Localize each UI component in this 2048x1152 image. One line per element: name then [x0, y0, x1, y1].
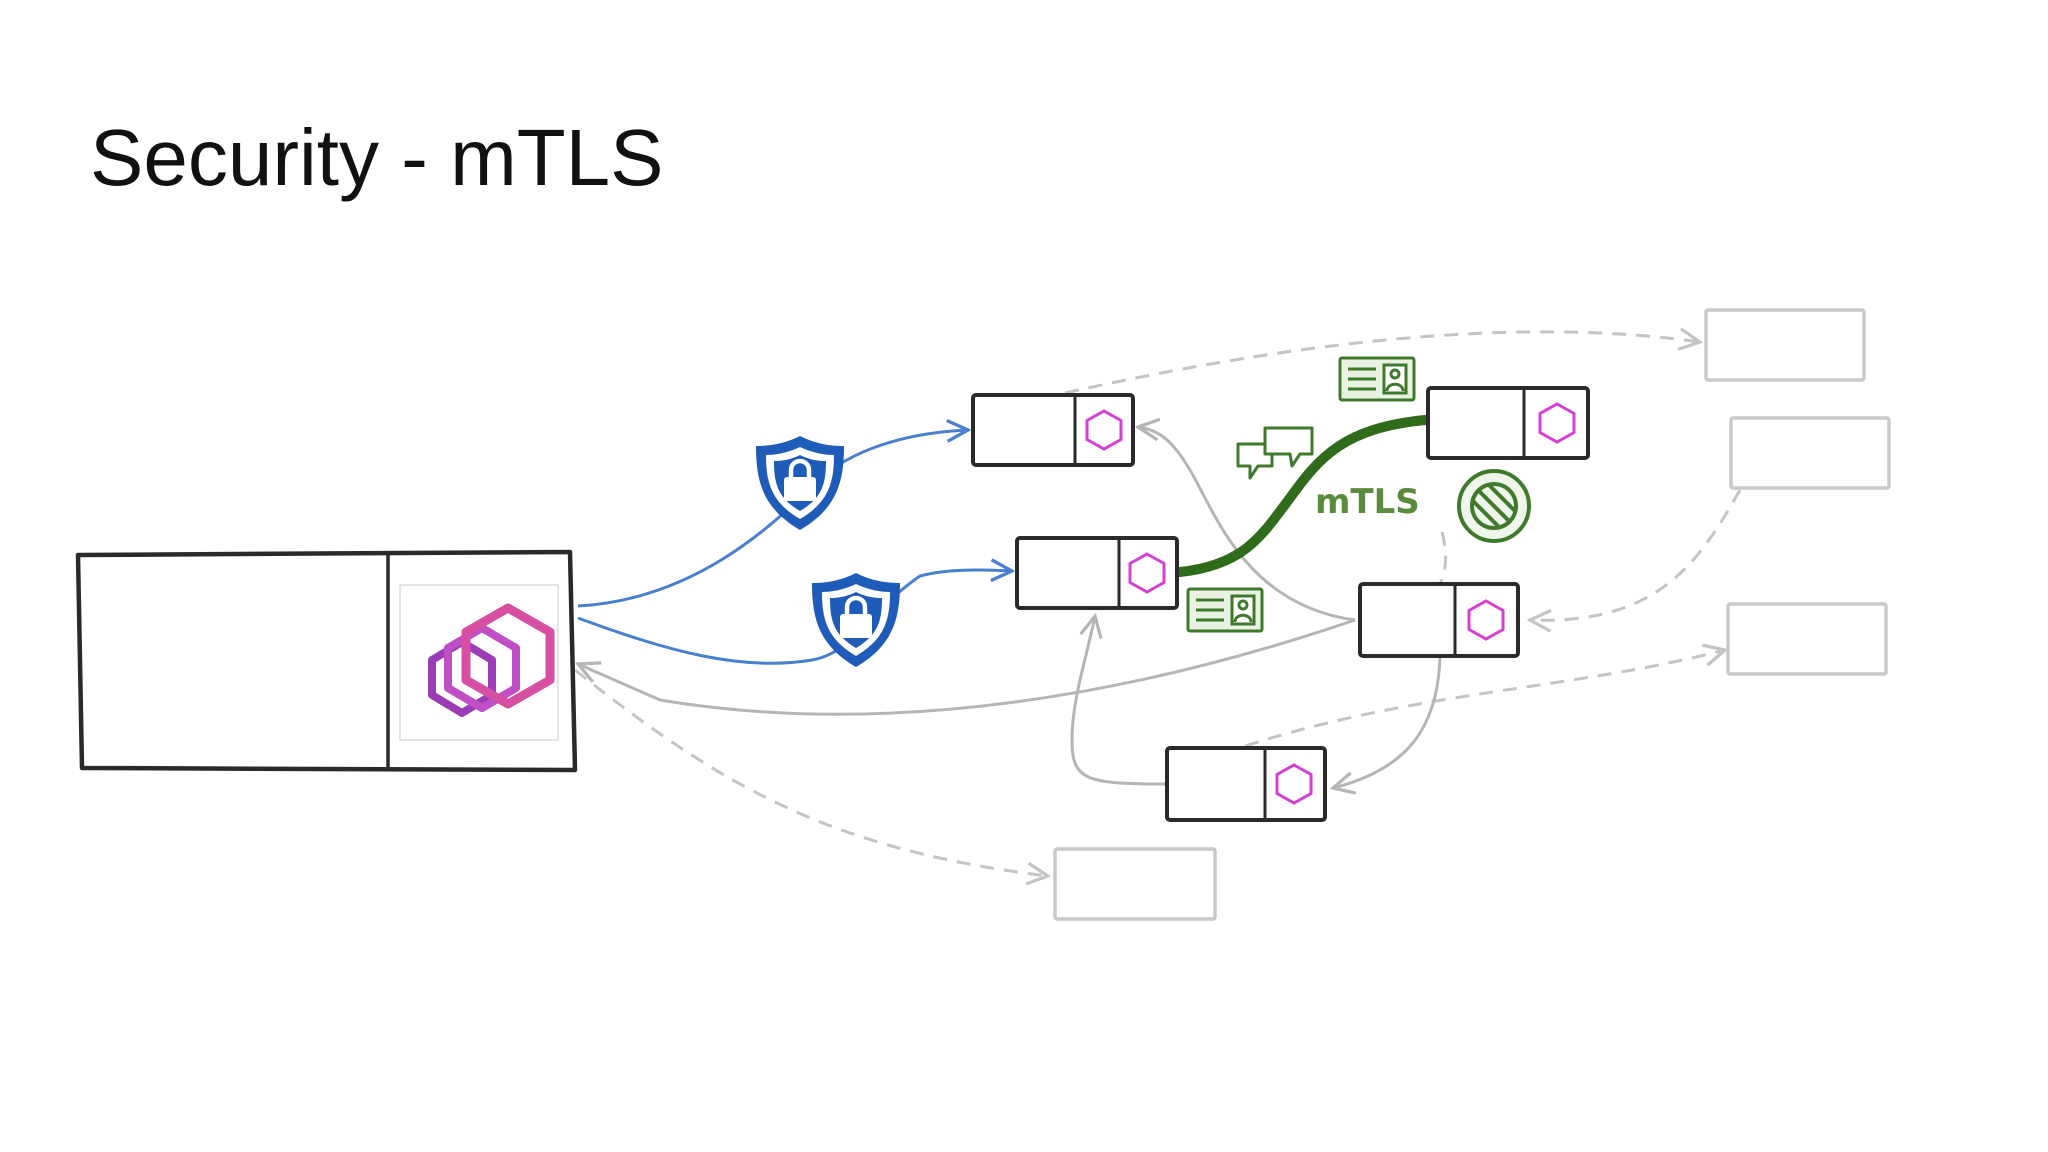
- chat-bubbles-icon: [1236, 426, 1314, 480]
- tls-shield-lock-icon: [756, 436, 844, 530]
- certificate-card-icon: [1338, 356, 1416, 402]
- service-b-box: [1015, 536, 1179, 610]
- dashed-arrow-to-external-bottom: [574, 668, 1048, 876]
- mtls-label: mTLS: [1315, 482, 1420, 522]
- arrow-gateway-proxy-to-service-a: [1138, 427, 1356, 622]
- sidecar-proxy-hexagon-icon: [1538, 402, 1576, 444]
- mtls-connection: [1175, 415, 1430, 577]
- dashed-link-blocked: [1438, 531, 1448, 585]
- arrow-gateway-proxy-to-service-d: [1333, 655, 1442, 788]
- external-service-top: [1704, 308, 1866, 382]
- arrow-gateway-proxy-to-client: [578, 618, 1356, 716]
- dashed-arrow-to-external-top: [1064, 332, 1700, 395]
- tls-shield-lock-icon: [812, 573, 900, 667]
- service-c-box: [1426, 386, 1590, 460]
- dashed-arrow-to-gateway-proxy: [1530, 489, 1742, 620]
- arrow-service-d-to-service-b: [1070, 616, 1166, 786]
- sidecar-proxy-hexagon-icon: [1467, 599, 1505, 641]
- dashed-flows: [574, 332, 1742, 876]
- dashed-arrow-to-external-right-lower: [1244, 650, 1725, 748]
- external-service-right-upper: [1729, 416, 1891, 490]
- external-services: [1053, 308, 1891, 921]
- sidecar-proxy-hexagon-icon: [1128, 552, 1166, 594]
- service-d-box: [1165, 746, 1327, 822]
- envoy-logo-frame: [399, 584, 559, 741]
- blocked-icon: [1457, 469, 1531, 543]
- secure-arrow-to-service-b: [577, 570, 1012, 665]
- slide-title: Security - mTLS: [90, 113, 664, 202]
- sidecar-proxy-hexagon-icon: [1275, 763, 1313, 805]
- plain-flows: [578, 427, 1442, 788]
- certificate-card-icon: [1186, 587, 1264, 633]
- client-service-box: [75, 549, 578, 773]
- external-service-bottom: [1053, 847, 1217, 921]
- service-e-box: [1358, 582, 1520, 658]
- service-a-box: [971, 393, 1135, 467]
- external-service-right-lower: [1726, 602, 1888, 676]
- sidecar-proxy-hexagon-icon: [1085, 409, 1123, 451]
- envoy-logo-icon: [428, 603, 555, 717]
